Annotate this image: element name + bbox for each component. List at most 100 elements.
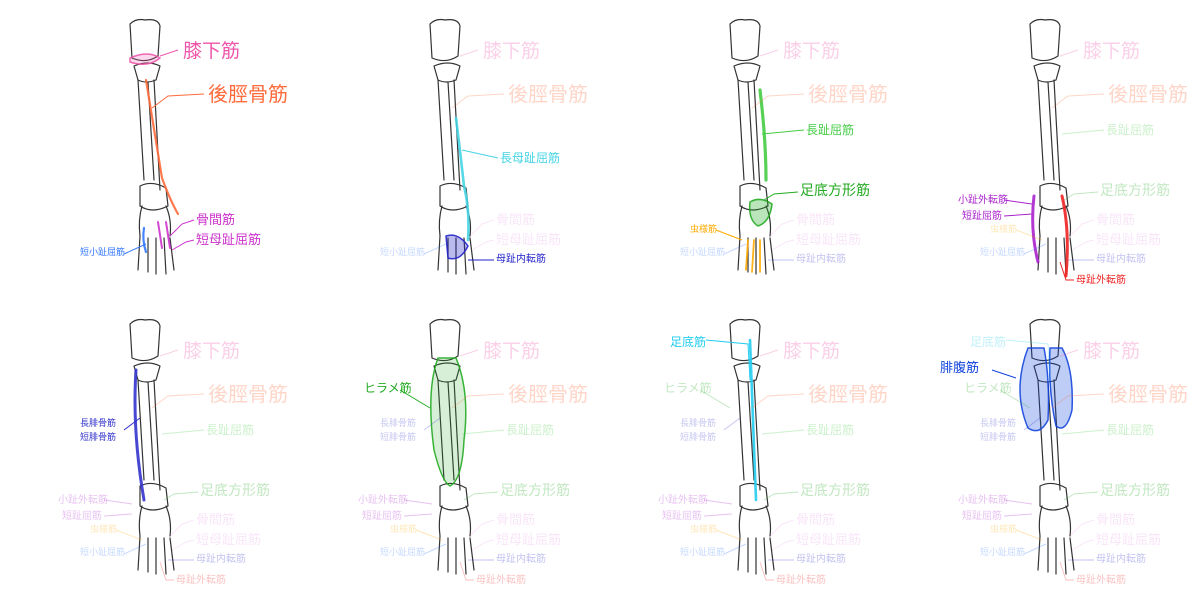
leader-line-l5 bbox=[1069, 219, 1095, 237]
leader-line-l0 bbox=[159, 49, 179, 57]
muscle-label: 後脛骨筋 bbox=[208, 382, 288, 406]
muscle-tibialis-posterior bbox=[144, 78, 180, 216]
leader-line-l1 bbox=[151, 393, 205, 409]
bone-12 bbox=[163, 237, 167, 275]
leader-line-l11 bbox=[1003, 213, 1033, 217]
leg-skeleton-drawing bbox=[123, 18, 205, 275]
bone-1 bbox=[129, 18, 161, 62]
bone-1 bbox=[429, 318, 461, 362]
muscle-adductor-hallucis bbox=[445, 234, 469, 260]
muscle-label: 虫様筋 bbox=[90, 525, 118, 535]
leader-line-l0 bbox=[759, 49, 779, 57]
leg-skeleton-drawing bbox=[991, 318, 1105, 581]
bone-4 bbox=[747, 381, 755, 481]
bones bbox=[129, 318, 175, 575]
bone-6 bbox=[439, 482, 469, 511]
muscle-label: 虫様筋 bbox=[690, 525, 718, 535]
leader-line-l14 bbox=[423, 417, 441, 431]
leader-line-l3 bbox=[761, 129, 805, 135]
muscle-label: 母趾外転筋 bbox=[176, 575, 226, 586]
panel-4: 膝下筋後脛骨筋長趾屈筋足底方形筋骨間筋短母趾屈筋短小趾屈筋母趾内転筋虫様筋小趾外… bbox=[900, 0, 1200, 300]
muscle-label: 母趾内転筋 bbox=[796, 554, 846, 565]
bone-6 bbox=[1039, 482, 1069, 511]
bone-7 bbox=[438, 205, 443, 237]
bone-9 bbox=[1037, 535, 1041, 571]
muscle-label: 後脛骨筋 bbox=[508, 82, 588, 106]
leg-skeleton-drawing bbox=[1003, 18, 1105, 281]
muscle-label: 小趾外転筋 bbox=[658, 495, 708, 506]
leader-line-l6 bbox=[171, 239, 195, 251]
muscle-label: 虫様筋 bbox=[390, 525, 418, 535]
leader-line-l11 bbox=[403, 513, 433, 517]
muscle-label: 長腓骨筋 bbox=[380, 419, 417, 429]
bone-3 bbox=[137, 79, 145, 181]
muscle-label: 虫様筋 bbox=[990, 525, 1018, 535]
leader-line-l0 bbox=[459, 49, 479, 57]
muscle-label: 母趾内転筋 bbox=[196, 554, 246, 565]
leader-line-l6 bbox=[471, 239, 495, 251]
leader-line-l16 bbox=[1005, 339, 1051, 381]
bone-7 bbox=[738, 205, 743, 237]
bone-2 bbox=[1033, 362, 1061, 383]
bones bbox=[1029, 18, 1075, 275]
bone-5 bbox=[753, 379, 761, 491]
muscle-label: 短母趾屈筋 bbox=[796, 533, 862, 548]
muscle-peronei bbox=[133, 368, 146, 502]
muscle-flexor-digiti-minimi bbox=[142, 226, 148, 254]
muscle-label: 短小趾屈筋 bbox=[380, 548, 426, 558]
leader-line-l3 bbox=[161, 429, 205, 435]
bone-8 bbox=[465, 505, 472, 537]
bone-1 bbox=[429, 18, 461, 62]
leader-line-l9 bbox=[715, 229, 743, 241]
muscle-label: 骨間筋 bbox=[1096, 213, 1136, 228]
muscle-label: 足底方形筋 bbox=[800, 183, 870, 199]
muscle-label: 短腓骨筋 bbox=[980, 433, 1017, 443]
muscle-label: 骨間筋 bbox=[1096, 513, 1136, 528]
muscle-abductor-digiti-minimi bbox=[1031, 194, 1040, 264]
muscle-label: 短腓骨筋 bbox=[380, 433, 417, 443]
muscle-label: 後脛骨筋 bbox=[208, 82, 288, 106]
muscle-label: 長趾屈筋 bbox=[806, 123, 855, 137]
bone-12 bbox=[463, 537, 467, 575]
leader-line-l6 bbox=[1071, 539, 1095, 551]
bone-6 bbox=[739, 182, 769, 211]
muscle-label: 短趾屈筋 bbox=[962, 511, 1002, 522]
leader-line-l5 bbox=[469, 219, 495, 237]
bone-1 bbox=[729, 318, 761, 362]
bone-9 bbox=[737, 535, 741, 571]
leader-line-l14 bbox=[1023, 417, 1041, 431]
muscle-label: 短母趾屈筋 bbox=[496, 533, 562, 548]
muscle-label: 長腓骨筋 bbox=[980, 419, 1017, 429]
muscle-label: 長趾屈筋 bbox=[506, 423, 555, 437]
panel-5: 膝下筋後脛骨筋長趾屈筋足底方形筋骨間筋短母趾屈筋短小趾屈筋母趾内転筋虫様筋小趾外… bbox=[0, 300, 300, 600]
muscle-label: 短小趾屈筋 bbox=[680, 548, 726, 558]
leader-line-l7 bbox=[723, 543, 747, 555]
muscle-label: 骨間筋 bbox=[196, 513, 236, 528]
bones bbox=[1029, 318, 1075, 575]
muscle-label: 後脛骨筋 bbox=[508, 382, 588, 406]
bone-2 bbox=[1033, 62, 1061, 83]
leader-line-l4 bbox=[163, 491, 199, 501]
muscle-flexor-digitorum-longus bbox=[758, 88, 768, 182]
bone-9 bbox=[1037, 235, 1041, 271]
leader-line-l9 bbox=[415, 529, 443, 541]
bone-5 bbox=[1053, 379, 1061, 491]
bone-9 bbox=[437, 235, 441, 271]
muscle-label: 短母趾屈筋 bbox=[1096, 233, 1162, 248]
bone-9 bbox=[137, 535, 141, 571]
muscle-label: 長趾屈筋 bbox=[806, 423, 855, 437]
bone-13 bbox=[469, 237, 475, 271]
bone-7 bbox=[138, 205, 143, 237]
muscle-label: 母趾内転筋 bbox=[1096, 554, 1146, 565]
leader-line-l11 bbox=[103, 513, 133, 517]
muscle-label: 膝下筋 bbox=[483, 340, 541, 362]
muscle-label: ヒラメ筋 bbox=[964, 381, 1012, 395]
muscle-label: ヒラメ筋 bbox=[364, 381, 412, 395]
muscle-flexor-hallucis-longus bbox=[454, 116, 470, 242]
muscle-interossei bbox=[157, 221, 171, 249]
muscle-label: 虫様筋 bbox=[990, 225, 1018, 235]
muscle-label: 足底方形筋 bbox=[1100, 183, 1170, 199]
leader-line-l5 bbox=[469, 519, 495, 537]
bone-5 bbox=[753, 79, 761, 191]
leader-line-l15 bbox=[699, 389, 731, 409]
